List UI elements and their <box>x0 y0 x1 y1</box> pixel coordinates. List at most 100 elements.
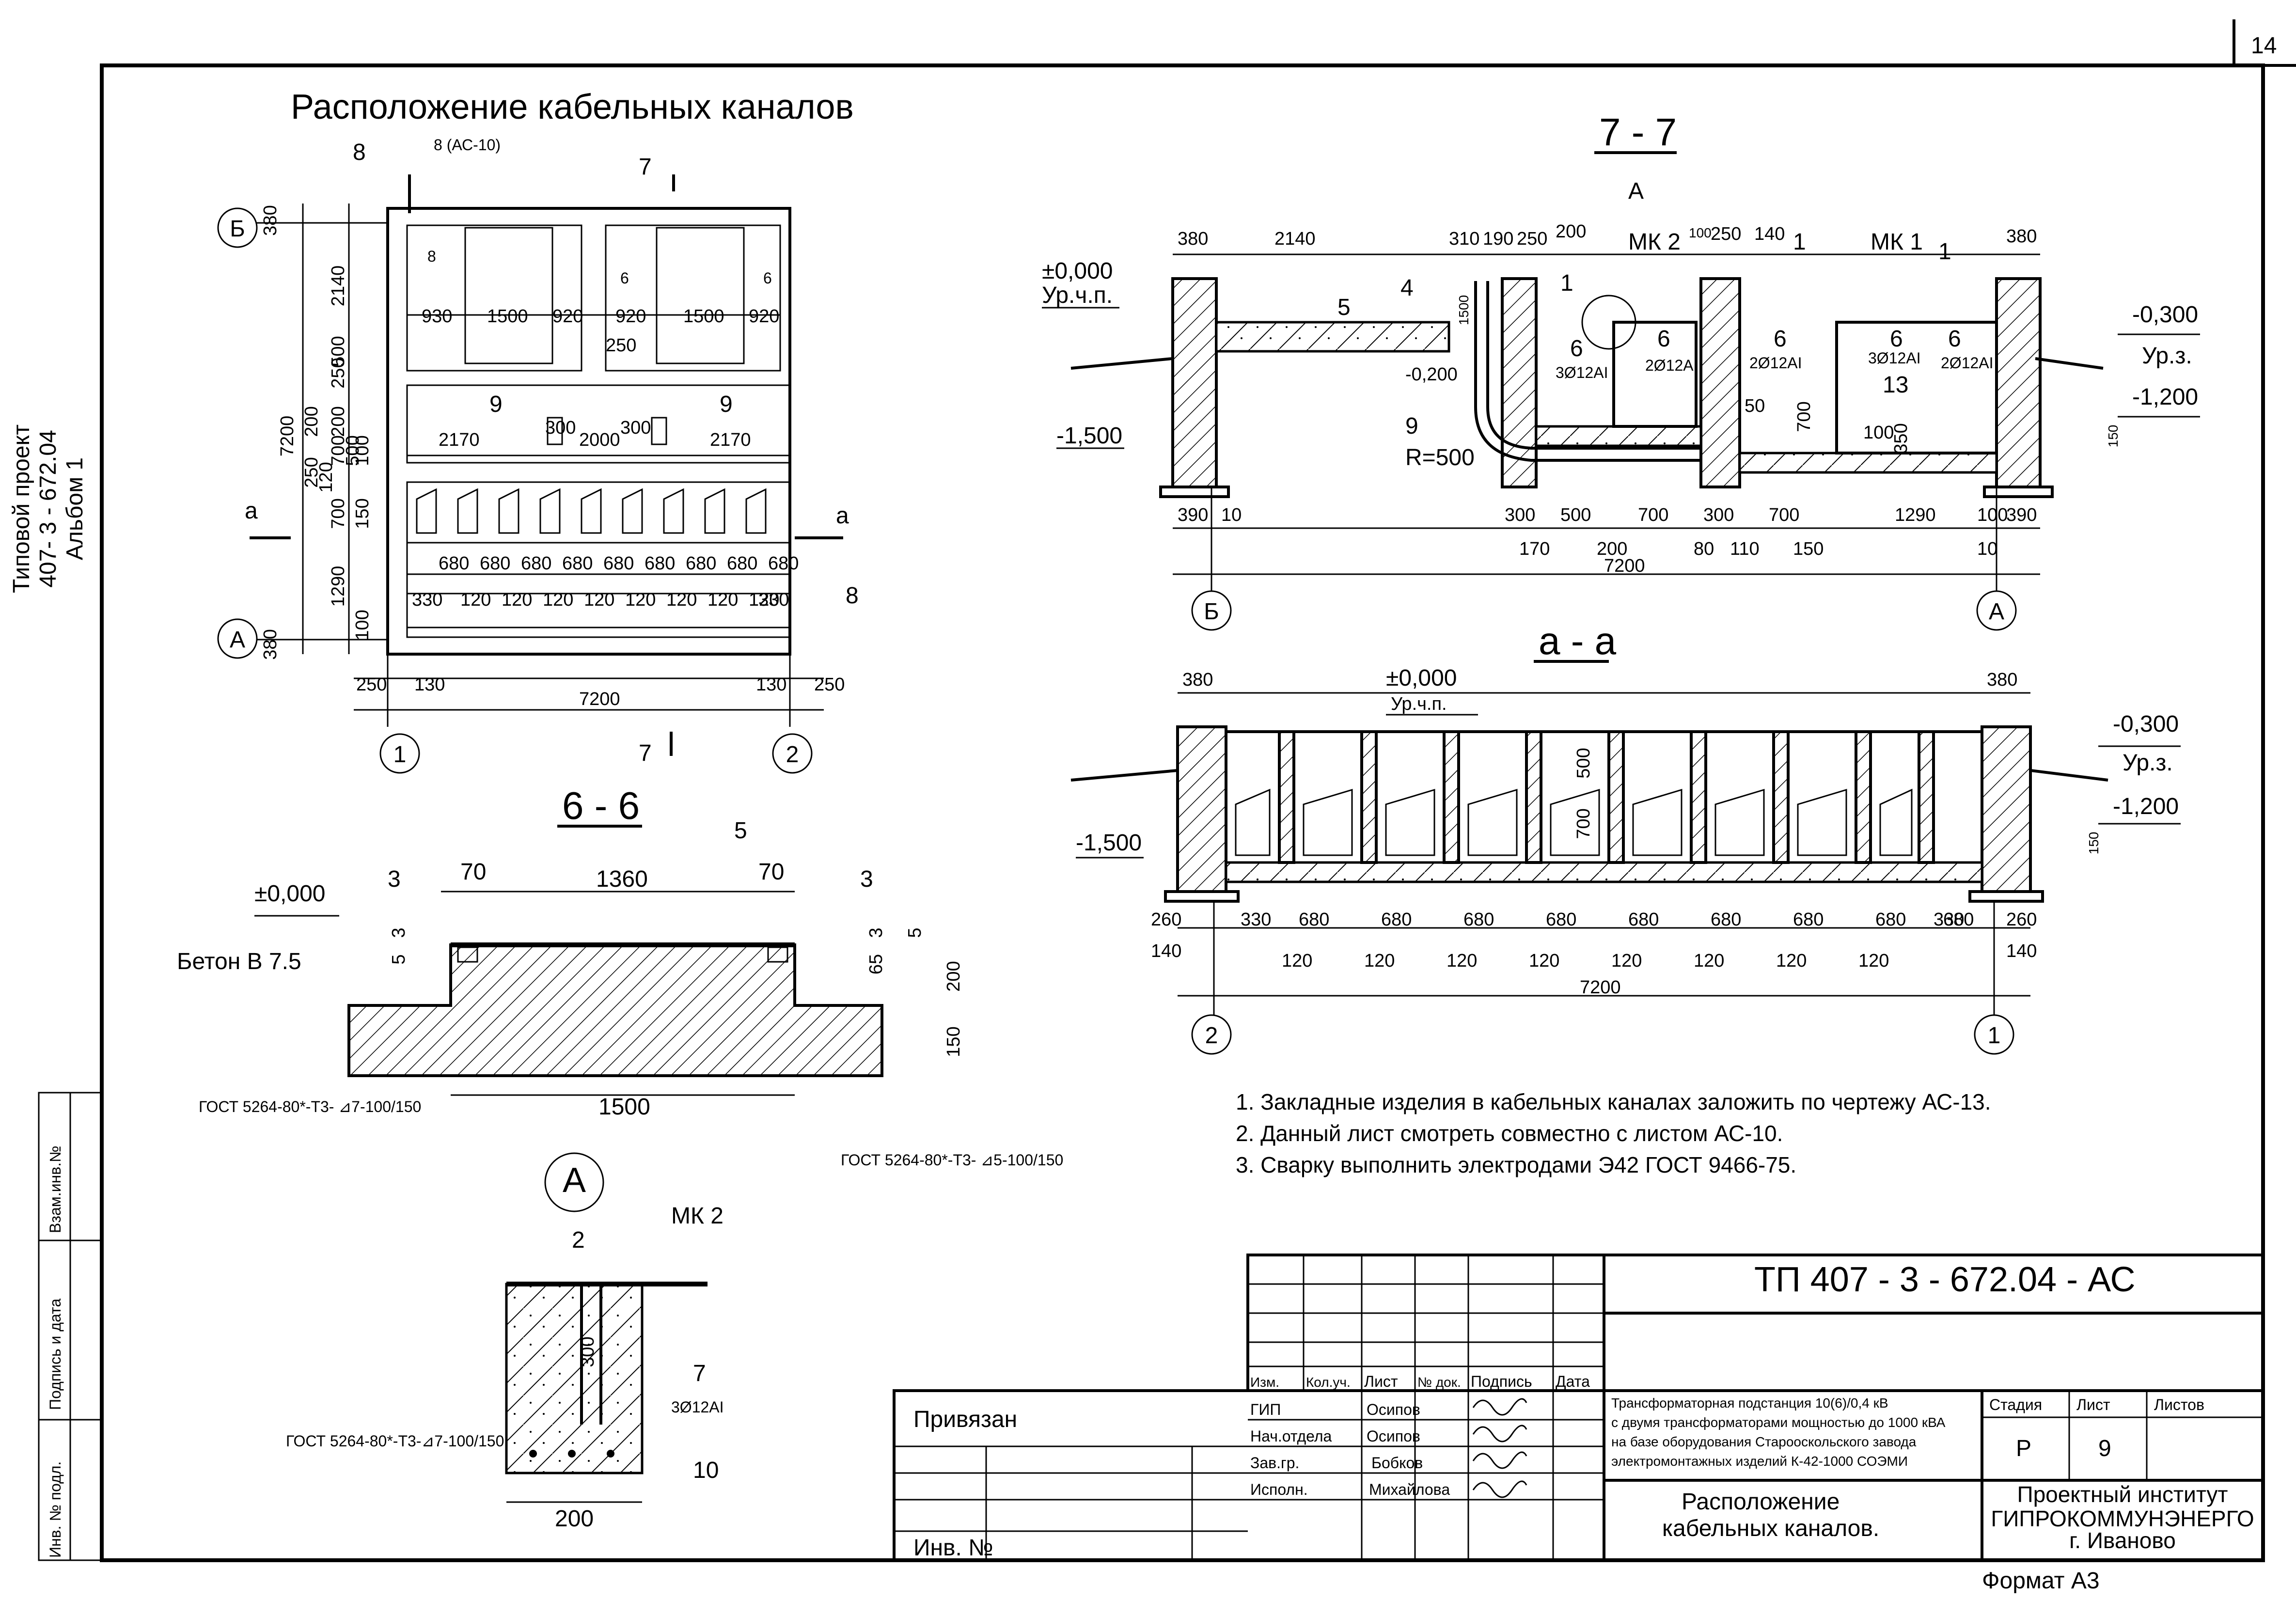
secaa-level-ground: Ур.з. <box>2123 750 2173 776</box>
sec77-level-1500: -1,500 <box>1056 423 1122 449</box>
title-sheet: 9 <box>2098 1436 2111 1461</box>
format-label: Формат А3 <box>1982 1568 2100 1594</box>
svg-text:Кол.уч.: Кол.уч. <box>1306 1375 1351 1390</box>
svg-text:680: 680 <box>1793 909 1824 930</box>
svg-text:120: 120 <box>1776 951 1807 971</box>
sec77-left-wall <box>1171 277 1218 488</box>
plan-dim-b250b: 250 <box>814 674 845 695</box>
svg-text:7200: 7200 <box>1580 977 1621 998</box>
plan-dim-920b: 920 <box>615 306 646 327</box>
svg-text:10: 10 <box>1977 539 1997 559</box>
sec66-callout-5: 5 <box>734 818 747 844</box>
secaa-level-0300: -0,300 <box>2113 711 2179 737</box>
svg-text:680: 680 <box>1463 909 1494 930</box>
svg-text:250: 250 <box>1517 229 1547 249</box>
svg-text:300: 300 <box>1703 505 1734 525</box>
secaa-left-wall <box>1176 725 1227 893</box>
left-strip-podpis: Подпись и дата <box>47 1299 64 1410</box>
plan-mark-8: 8 <box>353 140 366 165</box>
plan-dim-b7200: 7200 <box>579 689 620 709</box>
svg-text:120: 120 <box>666 590 697 610</box>
note-3: 3. Сварку выполнить электродами Э42 ГОСТ… <box>1236 1152 1796 1177</box>
plan-mark-6b: 6 <box>763 269 772 287</box>
sec66-callout-3a: 3 <box>388 866 401 892</box>
svg-text:700: 700 <box>328 435 348 466</box>
plan-dim-920a: 920 <box>552 306 583 327</box>
svg-text:3: 3 <box>866 927 886 938</box>
sec66-gost-right: ГОСТ 5264-80*-Т3- ⊿5-100/150 <box>841 1151 1063 1169</box>
sec66-title: 6 - 6 <box>562 784 640 827</box>
svg-text:390: 390 <box>1178 505 1208 525</box>
svg-text:2140: 2140 <box>328 266 348 307</box>
sec77-rebar-5: 2Ø12AI <box>1941 354 1994 372</box>
svg-text:ГИП: ГИП <box>1250 1401 1281 1418</box>
svg-text:380: 380 <box>1178 229 1208 249</box>
svg-text:Трансформаторная подстанция 10: Трансформаторная подстанция 10(6)/0,4 кВ <box>1611 1395 1888 1411</box>
svg-text:500: 500 <box>343 435 363 466</box>
svg-text:120: 120 <box>584 590 614 610</box>
svg-text:380: 380 <box>260 205 281 235</box>
detail-a-dim-200: 200 <box>555 1506 594 1532</box>
svg-text:200: 200 <box>328 406 348 437</box>
svg-text:120: 120 <box>543 590 573 610</box>
svg-text:100: 100 <box>1689 225 1712 240</box>
plan-view: Расположение кабельных каналов <box>217 88 859 774</box>
plan-dim-b130a: 130 <box>414 674 445 695</box>
svg-text:260: 260 <box>2006 909 2037 930</box>
svg-text:120: 120 <box>1529 951 1559 971</box>
svg-text:680: 680 <box>439 553 469 574</box>
svg-text:680: 680 <box>645 553 675 574</box>
svg-text:140: 140 <box>2006 941 2037 961</box>
svg-text:680: 680 <box>727 553 757 574</box>
title-inv-no: Инв. № <box>913 1535 993 1561</box>
sec66-dim-1360: 1360 <box>596 866 648 892</box>
title-stage: Р <box>2016 1436 2031 1461</box>
svg-text:120: 120 <box>316 462 336 492</box>
sec66-concrete-label: Бетон В 7.5 <box>177 949 301 974</box>
sec77-level-1200: -1,200 <box>2132 384 2198 410</box>
svg-text:190: 190 <box>1483 229 1513 249</box>
note-1: 1. Закладные изделия в кабельных каналах… <box>1236 1089 1991 1114</box>
notes: 1. Закладные изделия в кабельных каналах… <box>1236 1089 1991 1177</box>
sec77-top-dims: 380 2140 310 190 250 200 100 250 140 380 <box>1178 221 2037 249</box>
svg-text:Осипов: Осипов <box>1367 1401 1420 1418</box>
svg-text:10: 10 <box>1221 505 1242 525</box>
sec77-level-zero: ±0,000 <box>1042 258 1113 284</box>
svg-text:80: 80 <box>1694 539 1714 559</box>
svg-text:Изм.: Изм. <box>1250 1375 1279 1390</box>
title-block: ТП 407 - 3 - 672.04 - АС Привязан Инв. №… <box>893 1254 2265 1562</box>
svg-text:110: 110 <box>1730 539 1760 559</box>
detail-a: А МК 2 2 7 3Ø12AI 10 300 200 ГОСТ 5264-8… <box>286 1152 724 1532</box>
svg-text:120: 120 <box>1858 951 1889 971</box>
svg-text:Зав.гр.: Зав.гр. <box>1250 1454 1299 1472</box>
svg-text:65: 65 <box>866 954 886 974</box>
svg-text:380: 380 <box>2006 226 2037 247</box>
detail-a-mark: А <box>563 1161 586 1200</box>
svg-text:310: 310 <box>1449 229 1479 249</box>
sec77-title: 7 - 7 <box>1599 110 1677 154</box>
svg-text:100: 100 <box>352 610 373 640</box>
title-org: Проектный институт ГИПРОКОММУНЭНЕРГО г. … <box>1991 1482 2254 1553</box>
plan-dim-2170a: 2170 <box>439 430 480 450</box>
svg-text:200: 200 <box>1597 539 1627 559</box>
svg-text:680: 680 <box>1875 909 1906 930</box>
plan-dim-250: 250 <box>606 335 636 356</box>
sec77-callout-1c: 1 <box>1938 239 1951 265</box>
sec77-callout-6a: 6 <box>1570 336 1583 361</box>
svg-text:1290: 1290 <box>328 566 348 607</box>
sec77-callout-6c: 6 <box>1774 326 1787 352</box>
plan-dim-b130b: 130 <box>756 674 786 695</box>
svg-text:680: 680 <box>1546 909 1576 930</box>
sec66-callout-3b: 3 <box>860 866 873 892</box>
plan-axis-2: 2 <box>786 742 799 768</box>
plan-dim-1500b: 1500 <box>683 306 724 327</box>
svg-text:700: 700 <box>1794 401 1814 432</box>
sec77-mk1: МК 1 <box>1871 229 1923 255</box>
svg-text:150: 150 <box>2086 832 2101 855</box>
svg-text:5: 5 <box>389 954 409 964</box>
title-code: ТП 407 - 3 - 672.04 - АС <box>1754 1260 2136 1299</box>
plan-dim-2170b: 2170 <box>710 430 751 450</box>
svg-text:150: 150 <box>2106 425 2121 448</box>
title-stage-hdr: Стадия <box>1989 1396 2042 1413</box>
title-header-row: Изм. Кол.уч. Лист № док. Подпись Дата <box>1250 1373 1590 1390</box>
